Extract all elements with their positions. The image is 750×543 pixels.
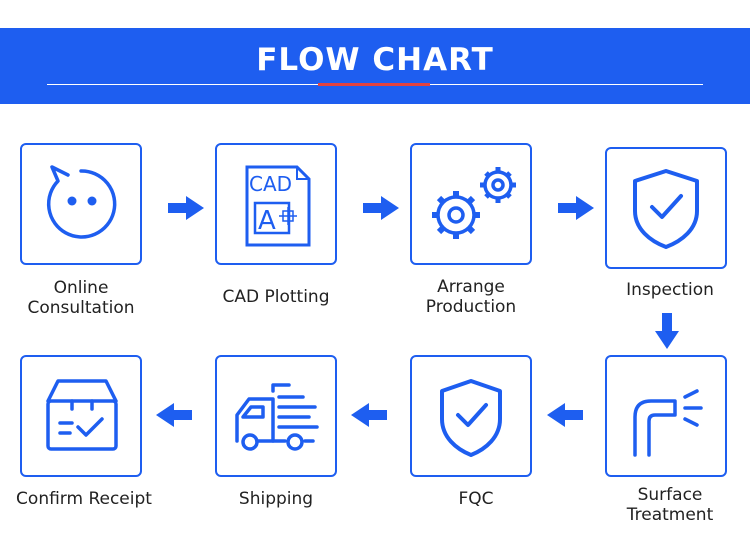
step-label: FQC [458, 489, 494, 509]
step-fqc [410, 355, 532, 477]
arrow-right-icon [363, 196, 399, 220]
header-banner: FLOW CHART [0, 28, 750, 104]
arrow-right-icon [168, 196, 204, 220]
step-label: CAD Plotting [222, 287, 330, 307]
title-accent-bar [318, 83, 430, 86]
step-inspection [605, 147, 727, 269]
step-surface-treatment [605, 355, 727, 477]
arrow-left-icon [351, 403, 387, 427]
cad-file-icon: CAD A [245, 165, 311, 247]
cad-text: CAD [249, 172, 292, 196]
arrow-left-icon [156, 403, 192, 427]
step-shipping [215, 355, 337, 477]
step-confirm-receipt [20, 355, 142, 477]
shield-check-icon [440, 379, 502, 457]
spray-pipe-icon [633, 389, 703, 457]
chat-bubble-icon [46, 165, 117, 239]
arrow-left-icon [547, 403, 583, 427]
step-label: Arrange Production [425, 277, 517, 317]
step-cad-plotting: CAD A [215, 143, 337, 265]
gears-icon [432, 167, 516, 239]
page-title: FLOW CHART [256, 42, 494, 78]
arrow-right-icon [558, 196, 594, 220]
delivery-truck-icon [235, 383, 319, 451]
step-arrange-production [410, 143, 532, 265]
step-label: Surface Treatment [626, 485, 714, 525]
step-label: Online Consultation [27, 278, 135, 318]
step-label: Shipping [238, 489, 314, 509]
step-label: Inspection [626, 280, 714, 300]
step-online-consultation [20, 143, 142, 265]
step-label: Confirm Receipt [16, 489, 152, 509]
cad-letter: A [258, 206, 276, 236]
arrow-down-icon [655, 313, 679, 349]
check-box-icon [46, 379, 118, 451]
shield-check-icon [633, 169, 699, 249]
